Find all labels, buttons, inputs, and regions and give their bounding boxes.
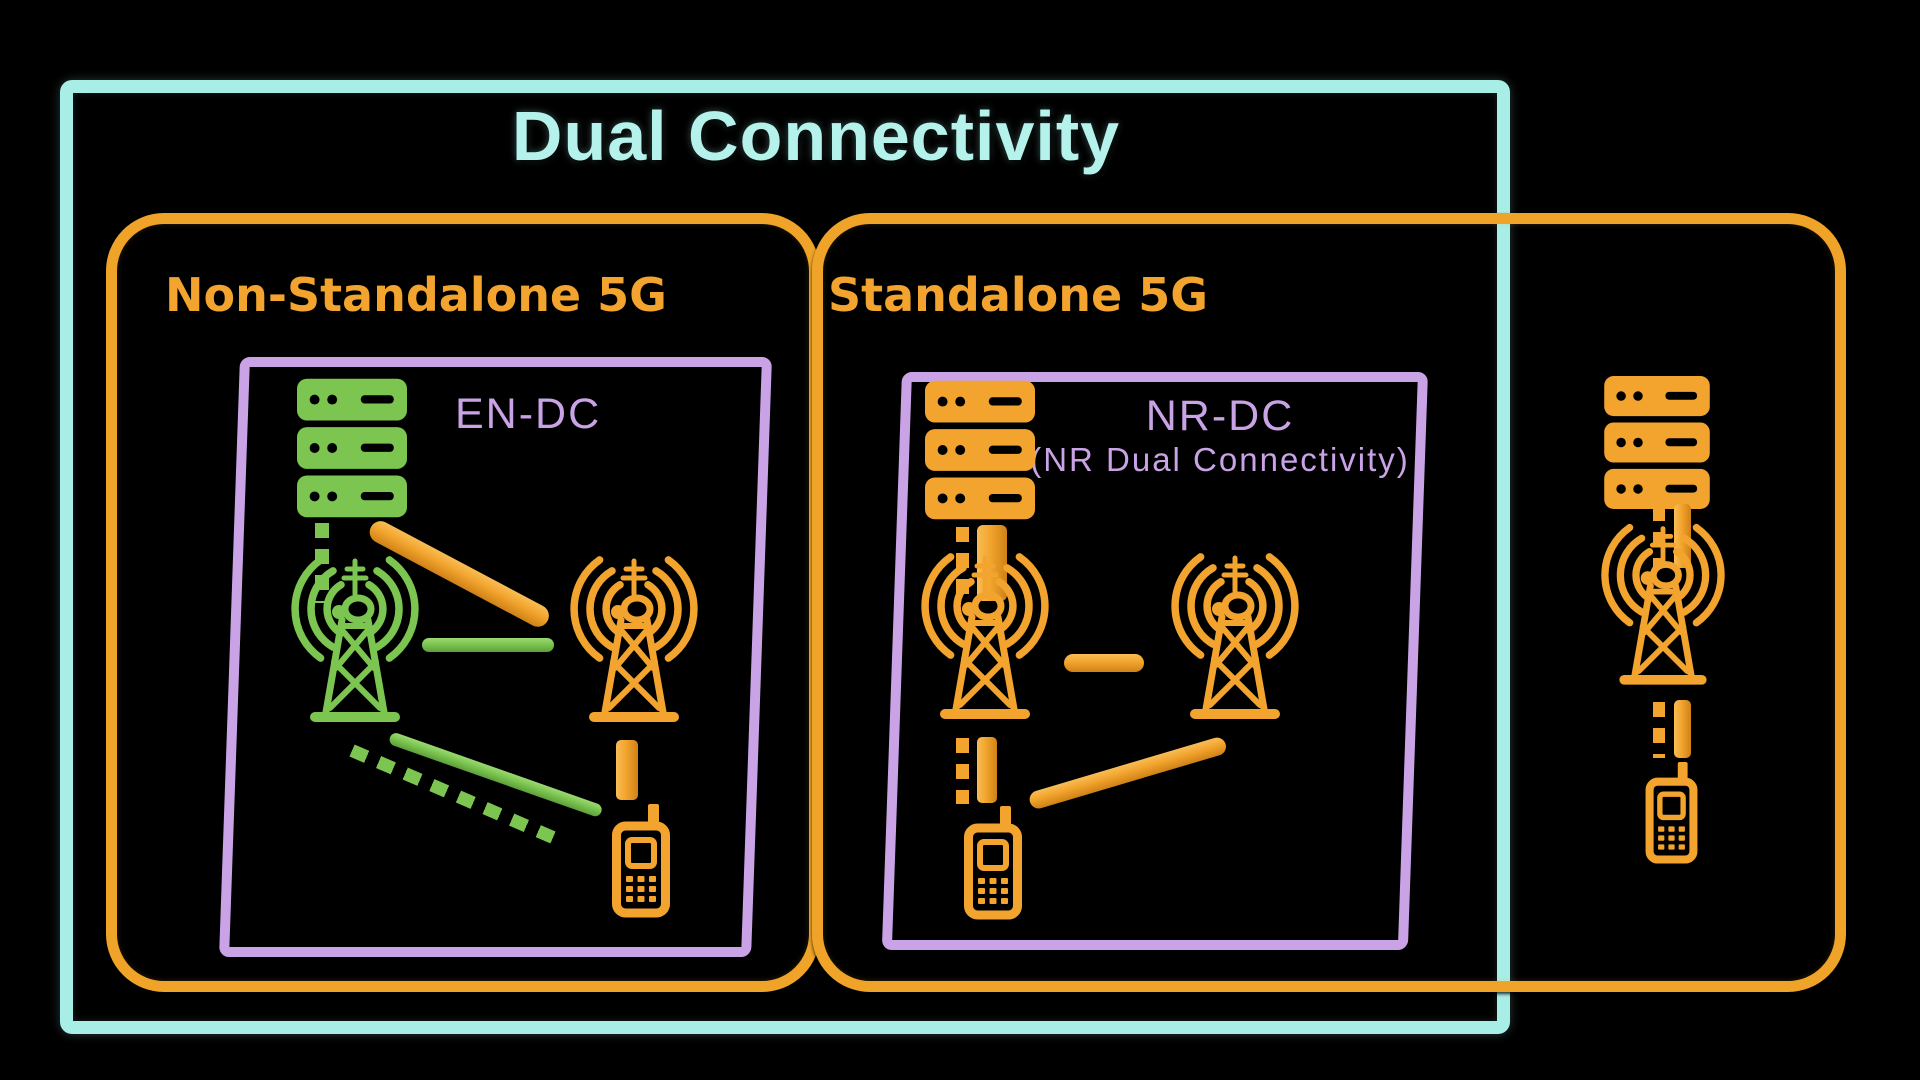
- diagram-title: Dual Connectivity: [511, 97, 1121, 175]
- mobile-phone-icon: [612, 804, 670, 918]
- standalone-label: Standalone 5G: [828, 268, 1208, 322]
- tower-tower-link: [422, 638, 554, 652]
- server-stack-icon: [1602, 376, 1712, 509]
- tower-phone-link: [977, 737, 997, 803]
- radio-tower-icon: [920, 553, 1050, 733]
- mobile-phone-icon: [1644, 762, 1699, 864]
- tower-phone-dashed-link: [956, 738, 969, 804]
- tower-phone-dashed-link: [1653, 702, 1665, 758]
- tower-phone-link: [1674, 700, 1691, 758]
- tower-tower-link: [1064, 654, 1144, 672]
- dual-connectivity-frame: [60, 80, 1510, 1034]
- non-standalone-label: Non-Standalone 5G: [165, 268, 667, 322]
- standalone-frame: [812, 213, 1846, 992]
- tower-phone-link: [616, 740, 638, 800]
- radio-tower-icon: [569, 556, 699, 736]
- nr-dc-label: NR-DC: [1145, 392, 1295, 440]
- radio-tower-icon: [1600, 522, 1726, 700]
- mobile-phone-icon: [964, 806, 1022, 920]
- nr-dc-label-group: NR-DC (NR Dual Connectivity): [1030, 392, 1410, 480]
- en-dc-label: EN-DC: [455, 390, 602, 438]
- nr-dc-sublabel: (NR Dual Connectivity): [1030, 441, 1410, 478]
- server-stack-icon: [297, 378, 407, 518]
- radio-tower-icon: [290, 556, 420, 736]
- radio-tower-icon: [1170, 553, 1300, 733]
- server-stack-icon: [925, 380, 1035, 520]
